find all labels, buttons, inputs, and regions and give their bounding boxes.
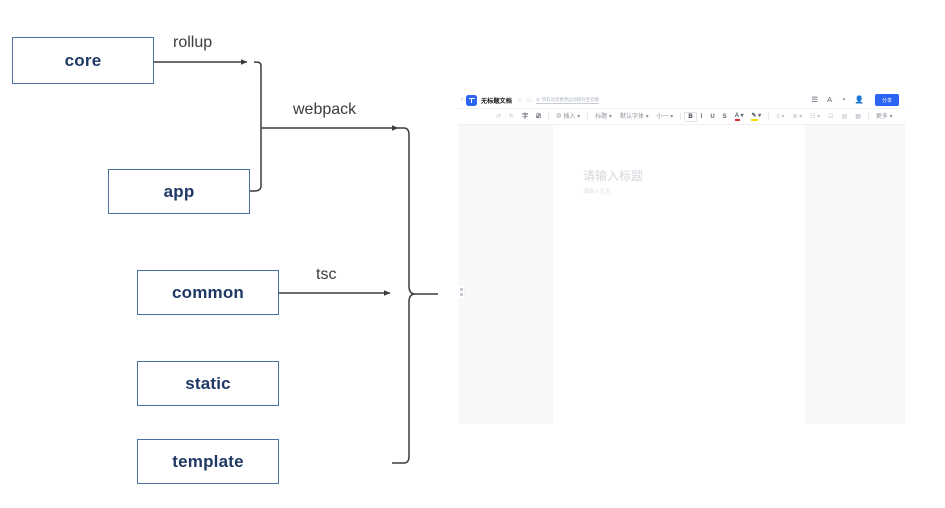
edge-label-rollup: rollup	[173, 34, 213, 51]
doc-header: ‹ 无标题文档 ☆ ▭ ⊘ 所有对话更改自动保存至云端 ☰ A ◔ 👤 分享	[458, 92, 905, 109]
document-editor-screenshot: ‹ 无标题文档 ☆ ▭ ⊘ 所有对话更改自动保存至云端 ☰ A ◔ 👤 分享 ↺…	[458, 92, 905, 424]
checklist-button[interactable]: ☑	[828, 113, 834, 120]
edge-trunk-rollup-app	[250, 61, 262, 192]
strikethrough-button[interactable]: S	[722, 113, 727, 120]
node-core-label: core	[64, 50, 102, 70]
indent-button[interactable]: ▤	[841, 113, 848, 120]
menu-icon[interactable]: ☰	[811, 95, 819, 105]
more-menu[interactable]: 更多 ▾	[875, 113, 893, 120]
side-panel-toggle[interactable]	[458, 285, 464, 299]
font-size-menu[interactable]: 小一 ▾	[656, 113, 674, 120]
bold-button[interactable]: B	[684, 111, 697, 122]
highlight-button[interactable]: ✎ ▾	[751, 112, 762, 121]
node-common-label: common	[171, 282, 245, 302]
redo-button[interactable]: ↻	[509, 113, 515, 120]
clear-format-button[interactable]: ⎚	[536, 113, 541, 120]
font-family-menu[interactable]: 默认字体 ▾	[619, 113, 649, 120]
toolbar-divider	[547, 113, 549, 120]
document-canvas: 请输入标题 请输入正文	[458, 125, 905, 424]
autosave-icon: ⊘	[536, 96, 540, 102]
toolbar-divider	[680, 113, 682, 120]
body-placeholder[interactable]: 请输入正文	[583, 189, 611, 195]
document-title[interactable]: 无标题文档	[481, 97, 512, 105]
node-app[interactable]: app	[108, 169, 250, 214]
font-size-icon[interactable]: A	[827, 95, 833, 105]
doc-toolbar: ↺ ↻ 字 ⎚ ⊕ 插入 ▾ 标题 ▾ 默认字体 ▾ 小一 ▾ B I U S …	[458, 109, 905, 125]
autosave-status: ⊘ 所有对话更改自动保存至云端	[536, 97, 599, 104]
node-app-label: app	[163, 181, 195, 201]
star-icon[interactable]: ☆	[516, 97, 523, 104]
title-placeholder[interactable]: 请输入标题	[583, 169, 644, 183]
insert-menu[interactable]: ⊕ 插入 ▾	[555, 113, 581, 120]
text-color-button[interactable]: A ▾	[734, 112, 744, 121]
undo-button[interactable]: ↺	[496, 113, 502, 120]
back-icon[interactable]: ‹	[461, 97, 463, 103]
table-button[interactable]: ▦	[855, 113, 861, 120]
node-core[interactable]: core	[12, 37, 154, 84]
node-template[interactable]: template	[137, 439, 279, 484]
brace-right	[392, 127, 416, 464]
history-icon[interactable]: ◔	[841, 95, 846, 105]
node-template-label: template	[172, 451, 244, 471]
toolbar-divider	[587, 113, 589, 120]
app-logo-icon	[466, 94, 477, 106]
toolbar-divider	[768, 113, 770, 120]
format-painter-button[interactable]: 字	[522, 113, 529, 120]
italic-button[interactable]: I	[700, 113, 703, 120]
toolbar-divider	[867, 113, 869, 120]
add-user-icon[interactable]: 👤	[854, 95, 864, 105]
doc-header-actions: ☰ A ◔ 👤 分享	[811, 94, 899, 106]
style-menu[interactable]: 标题 ▾	[595, 113, 612, 120]
outline-icon	[459, 288, 463, 292]
autosave-text: 所有对话更改自动保存至云端	[541, 96, 599, 102]
edge-label-webpack: webpack	[293, 101, 357, 118]
share-button[interactable]: 分享	[874, 94, 899, 106]
folder-icon[interactable]: ▭	[526, 97, 532, 104]
underline-button[interactable]: U	[710, 113, 715, 120]
align-menu[interactable]: ≡ ▾	[776, 113, 785, 120]
node-static[interactable]: static	[137, 361, 279, 406]
catalog-icon	[459, 292, 463, 296]
document-page[interactable]: 请输入标题 请输入正文	[553, 125, 805, 424]
node-static-label: static	[185, 373, 231, 393]
highlight-color-swatch	[751, 119, 759, 121]
node-common[interactable]: common	[137, 270, 279, 315]
list-menu[interactable]: ☷ ▾	[810, 113, 821, 120]
line-spacing-menu[interactable]: ≣ ▾	[792, 113, 803, 120]
text-color-swatch	[734, 119, 741, 121]
edge-label-tsc: tsc	[316, 266, 337, 283]
